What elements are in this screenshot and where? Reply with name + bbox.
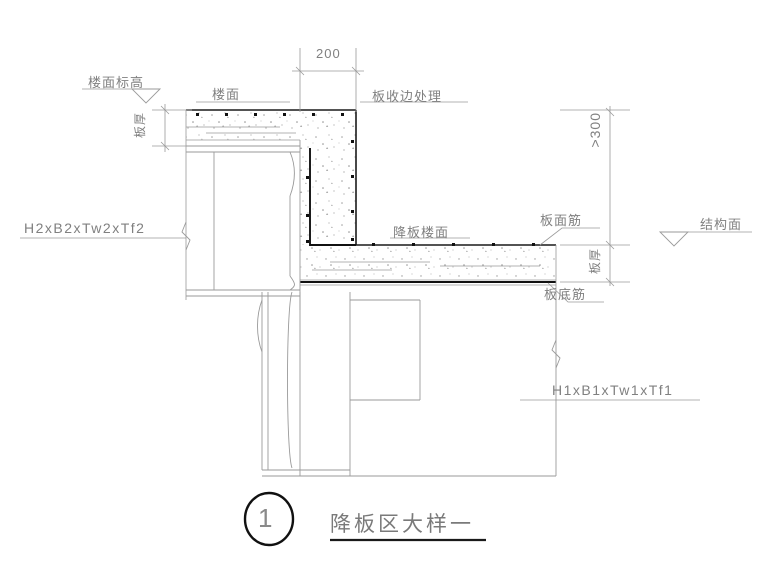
elevation-triangle-left-icon [130, 88, 162, 104]
label-beam-upper: H2xB2xTw2xTf2 [24, 220, 146, 236]
dimension-200 [292, 48, 364, 112]
concrete-lower-slab [300, 245, 556, 280]
break-line-icon-left [181, 221, 191, 251]
dimension-text-drop-height: >300 [587, 112, 603, 148]
detail-number: 1 [258, 503, 273, 533]
concrete-upper-slab [186, 110, 356, 245]
slab-edge-rebar [300, 148, 556, 283]
dimension-text-slab-thickness-right: 板厚 [588, 248, 602, 275]
break-line-icon-right [551, 339, 561, 369]
steel-beam-upper [186, 140, 301, 310]
label-dropped-floor: 降板楼面 [393, 226, 450, 241]
dimension-text-200: 200 [316, 46, 341, 61]
label-slab-top-rebar: 板面筋 [540, 214, 583, 229]
upper-slab-outline [186, 109, 357, 245]
label-slab-edge-treatment: 板收边处理 [372, 90, 443, 105]
dimension-text-slab-thickness-left: 板厚 [133, 112, 147, 139]
rebar-dots [196, 113, 535, 246]
column-lines [257, 291, 557, 477]
dimension-drop-height [560, 106, 630, 287]
dimension-slab-thickness-left [152, 104, 192, 152]
elevation-triangle-right-icon [658, 231, 690, 247]
detail-title: 降板区大样一 [330, 512, 474, 536]
upper-slab-thin-lines [185, 110, 300, 300]
lower-slab-thin [300, 245, 557, 300]
leader-lines [20, 88, 752, 401]
label-beam-lower: H1xB1xTw1xTf1 [552, 382, 674, 398]
detail-bubble-icon [243, 491, 295, 547]
label-structural-surface: 结构面 [700, 218, 743, 233]
label-floor-surface: 楼面 [212, 88, 241, 103]
label-slab-bottom-rebar: 板底筋 [544, 288, 587, 303]
label-floor-elevation: 楼面标高 [88, 76, 145, 91]
